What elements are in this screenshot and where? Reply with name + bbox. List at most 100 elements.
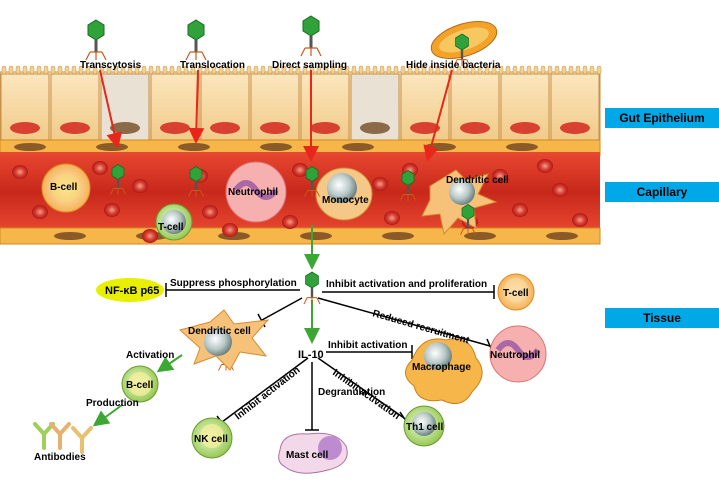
label-inhibit-activation-nk: Inhibit activation xyxy=(233,365,302,423)
microvillus xyxy=(246,65,252,75)
microvillus xyxy=(561,65,567,75)
label-macrophage: Macrophage xyxy=(412,362,471,373)
microvillus xyxy=(71,65,77,75)
epithelial-nucleus xyxy=(510,122,540,134)
tissue-dendritic-cell xyxy=(178,309,270,371)
red-blood-cell xyxy=(292,163,308,177)
microvillus xyxy=(379,65,385,75)
label-suppress-phosphorylation: Suppress phosphorylation xyxy=(170,278,297,289)
label-nk-cell: NK cell xyxy=(194,434,228,445)
microvillus xyxy=(344,65,350,75)
microvillus xyxy=(15,65,21,75)
microvillus xyxy=(267,65,273,75)
label-tissue-b-cell: B-cell xyxy=(126,380,153,391)
route-arrows xyxy=(99,69,453,162)
label-transcytosis: Transcytosis xyxy=(80,60,142,71)
phage-icon xyxy=(110,164,126,195)
microvillus xyxy=(295,65,301,75)
microvillus xyxy=(330,65,336,75)
microvillus xyxy=(92,65,98,75)
endothelial-nucleus xyxy=(424,143,456,151)
endothelial-nucleus xyxy=(260,143,292,151)
microvillus xyxy=(596,65,602,75)
red-blood-cell xyxy=(104,203,120,217)
microvillus xyxy=(169,65,175,75)
endothelial-nucleus xyxy=(546,232,578,240)
microvillus xyxy=(442,65,448,75)
epithelial-nucleus xyxy=(310,122,340,134)
microvillus xyxy=(533,65,539,75)
label-inhibit-activation-macrophage: Inhibit activation xyxy=(328,340,407,351)
microvillus xyxy=(365,65,371,75)
microvillus xyxy=(526,65,532,75)
microvillus xyxy=(127,65,133,75)
microvillus xyxy=(337,65,343,75)
tissue-phage xyxy=(303,271,321,305)
red-blood-cell xyxy=(372,177,388,191)
red-blood-cell xyxy=(222,223,238,237)
microvillus xyxy=(176,65,182,75)
microvillus xyxy=(260,65,266,75)
microvillus xyxy=(253,65,259,75)
microvillus xyxy=(183,65,189,75)
epithelial-nucleus xyxy=(210,122,240,134)
microvillus xyxy=(547,65,553,75)
green-arrows xyxy=(92,225,320,427)
microvillus xyxy=(302,65,308,75)
region-tag-gut-epithelium: Gut Epithelium xyxy=(605,108,719,128)
label-il10: IL-10 xyxy=(298,349,324,361)
microvillus xyxy=(162,65,168,75)
microvillus xyxy=(1,65,7,75)
phage-icon xyxy=(85,19,107,61)
microvillus xyxy=(50,65,56,75)
microvillus xyxy=(407,65,413,75)
microvillus xyxy=(554,65,560,75)
microvillus xyxy=(64,65,70,75)
label-hide-inside-bacteria: Hide inside bacteria xyxy=(406,60,501,71)
phage-icon xyxy=(460,204,476,235)
microvillus xyxy=(288,65,294,75)
microvillus xyxy=(540,65,546,75)
phage-icon xyxy=(185,19,207,61)
microvillus xyxy=(85,65,91,75)
microvillus xyxy=(512,65,518,75)
label-tissue-dendritic-cell: Dendritic cell xyxy=(188,326,251,337)
endothelial-nucleus xyxy=(96,143,128,151)
microvillus xyxy=(414,65,420,75)
microvillus xyxy=(225,65,231,75)
microvillus xyxy=(323,65,329,75)
red-blood-cell xyxy=(12,165,28,179)
microvillus xyxy=(505,65,511,75)
epithelial-nucleus xyxy=(160,122,190,134)
microvillus xyxy=(351,65,357,75)
phage-icon xyxy=(303,271,321,305)
label-capillary-b-cell: B-cell xyxy=(50,182,77,193)
red-blood-cell xyxy=(492,169,508,183)
epithelial-nucleus xyxy=(460,122,490,134)
microvillus xyxy=(400,65,406,75)
microvillus xyxy=(470,65,476,75)
label-capillary-monocyte: Monocyte xyxy=(322,195,369,206)
microvillus xyxy=(36,65,42,75)
red-blood-cell xyxy=(142,229,158,243)
microvillus xyxy=(43,65,49,75)
microvillus xyxy=(218,65,224,75)
label-production: Production xyxy=(86,398,139,409)
red-blood-cell xyxy=(552,183,568,197)
epithelial-cells xyxy=(0,73,600,145)
microvillus xyxy=(113,65,119,75)
tissue-mast-cell xyxy=(278,432,348,474)
tissue-th1-cell xyxy=(403,405,445,447)
label-degranulation: Degranulation xyxy=(318,387,385,398)
microvillus xyxy=(372,65,378,75)
endothelial-nucleus xyxy=(506,143,538,151)
tissue-macrophage xyxy=(405,338,483,405)
phage-icon xyxy=(453,33,471,67)
label-tissue-t-cell: T-cell xyxy=(503,288,529,299)
red-blood-cell xyxy=(572,213,588,227)
phage-icon xyxy=(300,15,322,57)
epithelial-nucleus xyxy=(110,122,140,134)
microvillus xyxy=(316,65,322,75)
label-mast-cell: Mast cell xyxy=(286,450,328,461)
